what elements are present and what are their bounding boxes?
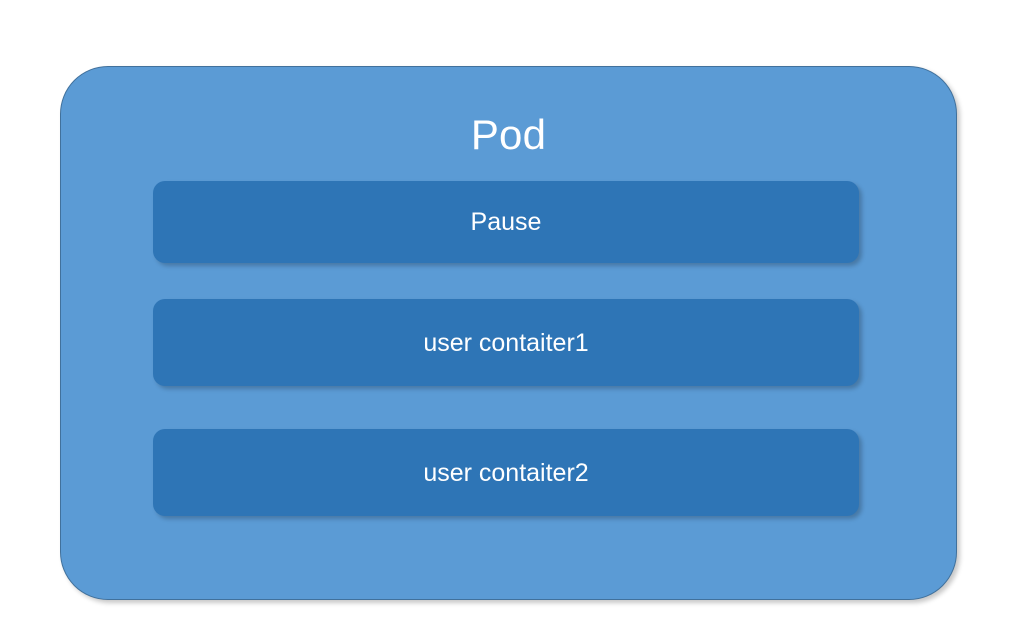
container-label-user-contaiter1: user contaiter1 xyxy=(423,328,589,357)
container-box-user-contaiter1: user contaiter1 xyxy=(153,299,859,386)
pod-container: Pod Pause user contaiter1 user contaiter… xyxy=(60,66,957,600)
container-label-user-contaiter2: user contaiter2 xyxy=(423,458,589,487)
container-box-pause: Pause xyxy=(153,181,859,263)
container-label-pause: Pause xyxy=(470,208,542,236)
container-box-user-contaiter2: user contaiter2 xyxy=(153,429,859,516)
pod-title: Pod xyxy=(470,111,547,158)
